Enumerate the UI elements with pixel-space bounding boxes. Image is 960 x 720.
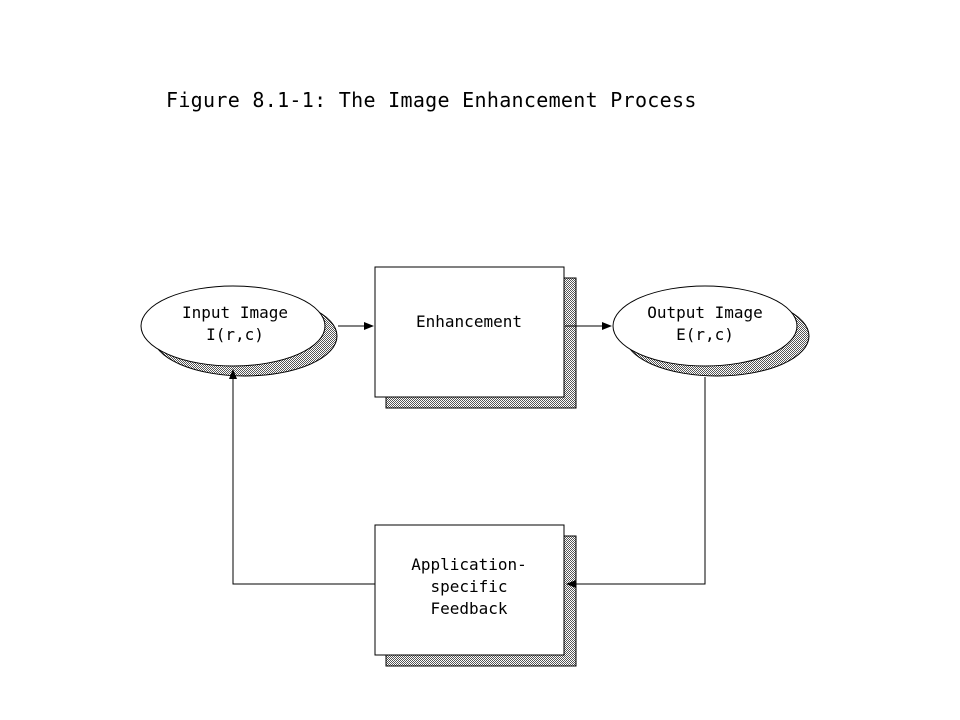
- arrowhead-input: [229, 369, 237, 379]
- feedback-node: Application- specific Feedback: [374, 524, 577, 667]
- input-image-ellipse: [140, 285, 326, 367]
- figure-title: Figure 8.1-1: The Image Enhancement Proc…: [166, 88, 697, 112]
- output-image-symbol: E(r,c): [676, 325, 734, 344]
- input-image-node: Input Image I(r,c): [140, 285, 338, 377]
- feedback-label-line1: Application-: [411, 555, 527, 574]
- enhancement-node: Enhancement: [374, 266, 577, 409]
- output-image-ellipse: [612, 285, 798, 367]
- arrowhead-enhancement: [364, 322, 374, 330]
- feedback-label-line2: specific: [430, 577, 507, 596]
- feedback-label-line3: Feedback: [430, 599, 507, 618]
- enhancement-label: Enhancement: [416, 312, 522, 331]
- arrowhead-feedback: [566, 580, 576, 588]
- arrow-output-to-feedback: [576, 377, 706, 585]
- output-image-node: Output Image E(r,c): [612, 285, 810, 377]
- input-image-symbol: I(r,c): [206, 325, 264, 344]
- output-image-label: Output Image: [647, 303, 763, 322]
- arrowhead-output: [602, 322, 612, 330]
- feedback-box: [374, 524, 565, 656]
- input-image-label: Input Image: [182, 303, 288, 322]
- arrow-feedback-to-input: [232, 378, 375, 585]
- enhancement-box: [374, 266, 565, 398]
